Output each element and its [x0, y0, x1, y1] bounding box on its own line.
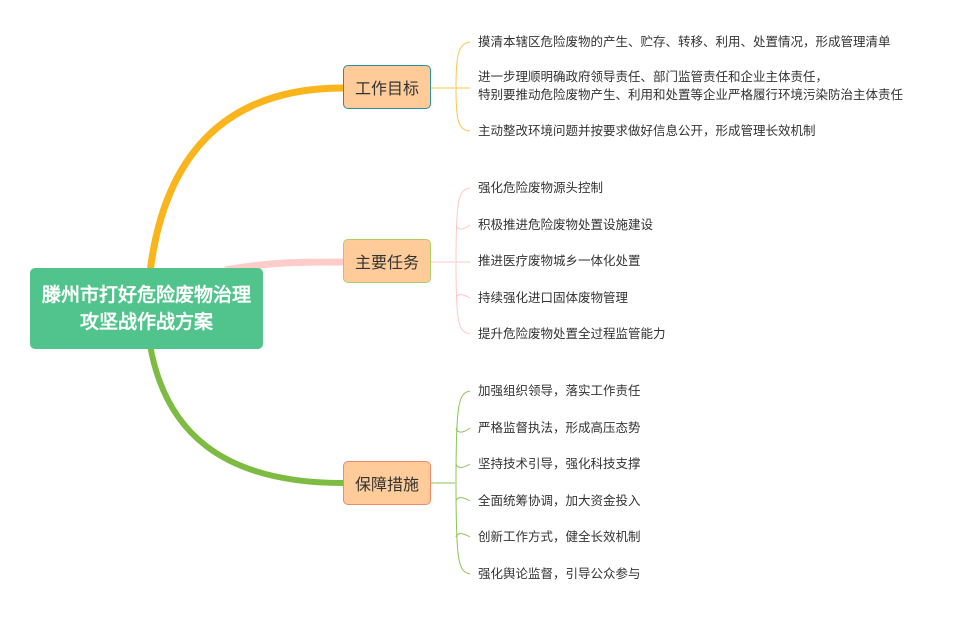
leaf-goal-1[interactable]: 摸清本辖区危险废物的产生、贮存、转移、利用、处置情况，形成管理清单	[478, 34, 891, 49]
leaf-task-2[interactable]: 积极推进危险废物处置设施建设	[478, 217, 654, 232]
leaf-measure-2[interactable]: 严格监督执法，形成高压态势	[478, 420, 641, 435]
root-title-line1: 滕州市打好危险废物治理	[41, 283, 251, 306]
bracket-tasks	[431, 187, 471, 335]
leaf-task-1[interactable]: 强化危险废物源头控制	[478, 180, 604, 195]
root-title-line2: 攻坚战作战方案	[79, 310, 213, 333]
branch-line-goals	[146, 84, 344, 273]
leaf-measure-1[interactable]: 加强组织领导，落实工作责任	[478, 383, 641, 398]
branch-safeguards[interactable]: 保障措施	[343, 461, 431, 505]
leaf-task-5[interactable]: 提升危险废物处置全过程监管能力	[478, 326, 666, 341]
bracket-goals	[431, 41, 471, 132]
leaf-goal-2b[interactable]: 特别要推动危险废物产生、利用和处置等企业严格履行环境污染防治主体责任	[478, 87, 904, 102]
leaf-task-4[interactable]: 持续强化进口固体废物管理	[478, 290, 629, 305]
leaf-measure-4[interactable]: 全面统筹协调，加大资金投入	[478, 493, 641, 508]
leaf-goal-2a[interactable]: 进一步理顺明确政府领导责任、部门监管责任和企业主体责任，	[478, 69, 829, 84]
leaf-measure-5[interactable]: 创新工作方式，健全长效机制	[478, 529, 641, 544]
root-topic[interactable]: 滕州市打好危险废物治理 攻坚战作战方案	[30, 268, 263, 349]
leaf-measure-3[interactable]: 坚持技术引导，强化科技支撑	[478, 456, 641, 471]
leaf-goal-3[interactable]: 主动整改环境问题并按要求做好信息公开，形成管理长效机制	[478, 123, 816, 138]
bracket-measures	[431, 390, 471, 575]
leaf-task-3[interactable]: 推进医疗废物城乡一体化处置	[478, 253, 641, 268]
branch-work-goals[interactable]: 工作目标	[343, 65, 431, 109]
leaf-measure-6[interactable]: 强化舆论监督，引导公众参与	[478, 566, 641, 581]
branch-line-measures	[147, 344, 344, 486]
branch-line-tasks	[224, 258, 344, 274]
branch-main-tasks[interactable]: 主要任务	[343, 239, 431, 283]
